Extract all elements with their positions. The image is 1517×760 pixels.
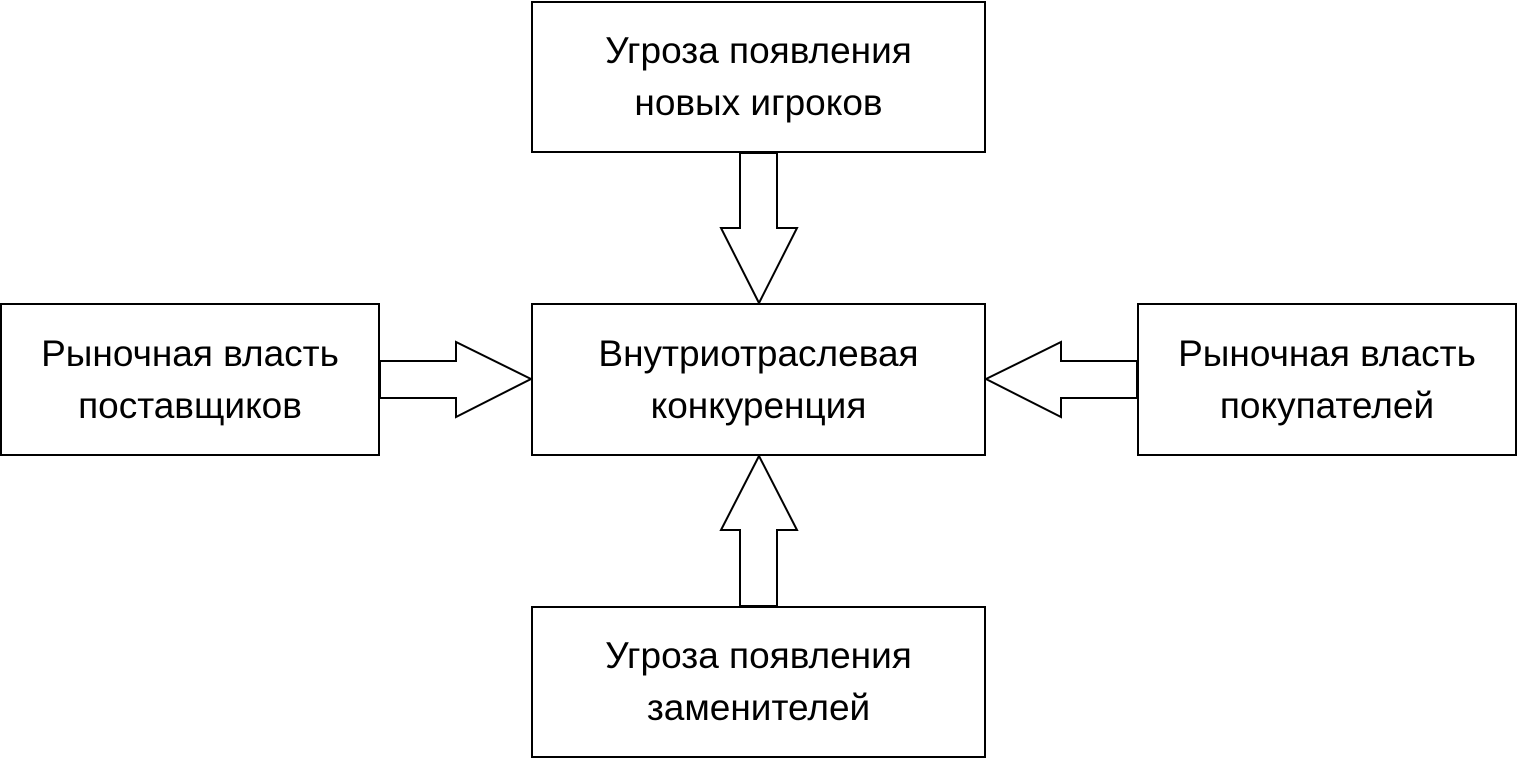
supplier-power-box: Рыночная власть поставщиков xyxy=(0,303,380,456)
arrow-right-to-center xyxy=(983,340,1138,419)
threat-new-entrants-box: Угроза появления новых игроков xyxy=(531,1,986,153)
box-label-line: Угроза появления xyxy=(605,635,912,676)
box-label-line: Внутриотраслевая xyxy=(598,332,919,374)
arrow-left-to-center xyxy=(379,340,534,419)
box-label-line: поставщиков xyxy=(78,384,302,426)
box-label-line: конкуренция xyxy=(650,384,867,426)
box-label-line: Рыночная власть xyxy=(41,332,339,374)
box-label-line: Рыночная власть xyxy=(1178,332,1476,374)
box-label-line: новых игроков xyxy=(634,82,883,123)
box-label-line: заменителей xyxy=(646,687,871,728)
box-label-line: покупателей xyxy=(1219,384,1435,426)
arrow-bottom-to-center xyxy=(719,453,799,607)
industry-rivalry-box: Внутриотраслевая конкуренция xyxy=(531,303,986,456)
box-label-line: Угроза появления xyxy=(605,30,912,71)
threat-substitutes-box: Угроза появления заменителей xyxy=(531,606,986,758)
buyer-power-box: Рыночная власть покупателей xyxy=(1137,303,1517,456)
arrow-top-to-center xyxy=(719,152,799,306)
